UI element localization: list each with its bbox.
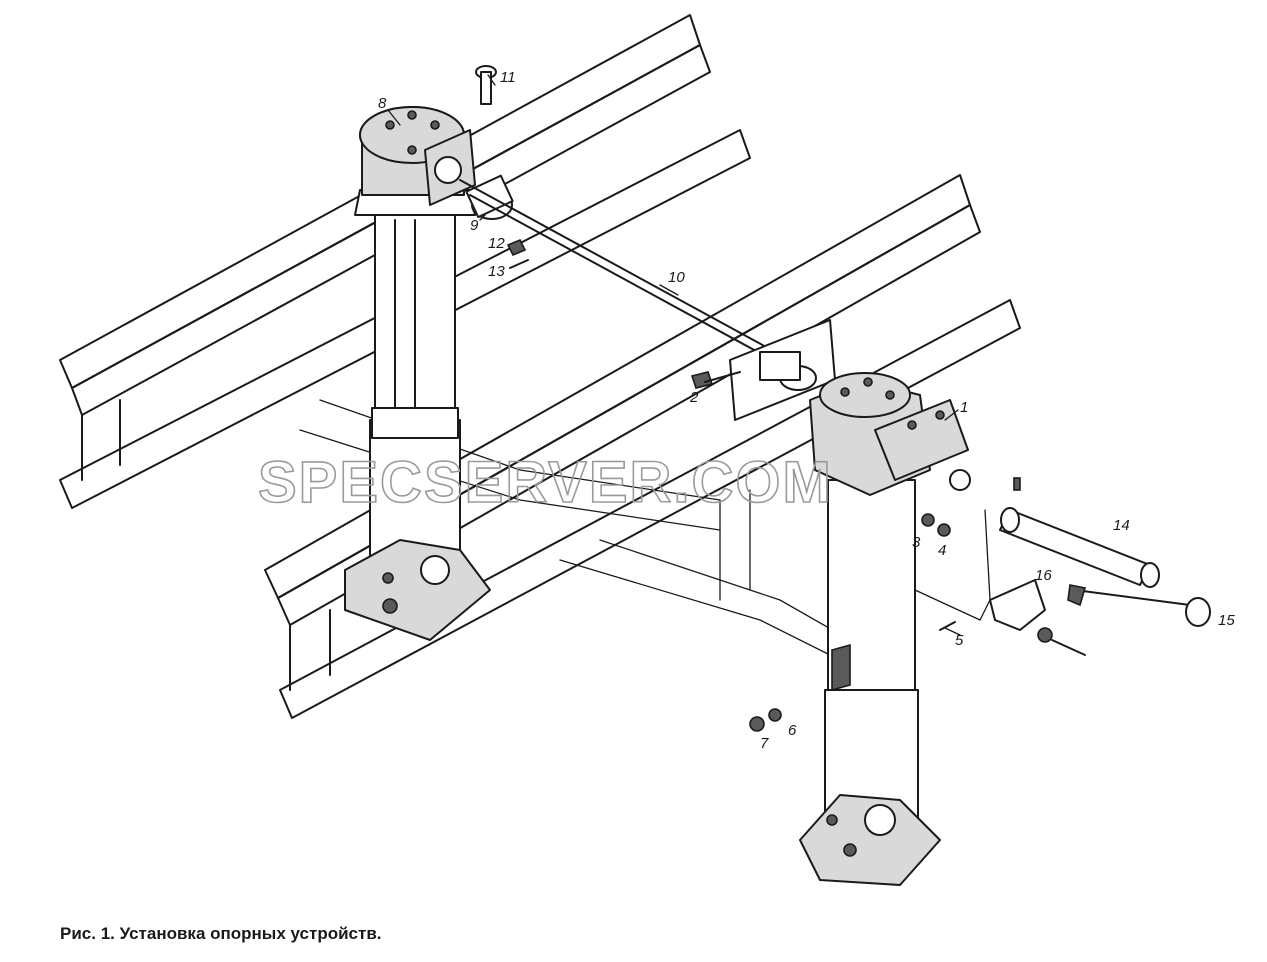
label-16: 16 xyxy=(1035,567,1052,584)
leader-lines xyxy=(387,74,961,636)
figure-caption: Рис. 1. Установка опорных устройств. xyxy=(60,924,382,943)
label-1: 1 xyxy=(960,399,968,416)
crank-parts xyxy=(749,477,1211,732)
label-7: 7 xyxy=(760,735,769,752)
label-12: 12 xyxy=(488,235,505,252)
label-2: 2 xyxy=(689,389,699,406)
label-10: 10 xyxy=(668,269,685,286)
label-8: 8 xyxy=(378,95,387,112)
label-5: 5 xyxy=(955,632,964,649)
label-14: 14 xyxy=(1113,517,1130,534)
watermark-text: SPECSERVER.COM xyxy=(258,450,833,515)
label-6: 6 xyxy=(788,722,797,739)
label-13: 13 xyxy=(488,263,505,280)
part-labels: 1 2 3 4 5 6 7 8 9 10 11 12 13 14 15 16 xyxy=(378,69,1235,752)
drive-shaft xyxy=(459,179,801,376)
label-3: 3 xyxy=(912,534,921,551)
label-15: 15 xyxy=(1218,612,1235,629)
label-11: 11 xyxy=(500,69,516,86)
front-support-leg xyxy=(799,372,971,886)
label-9: 9 xyxy=(470,217,479,234)
mounting-bracket xyxy=(690,319,836,421)
rear-support-leg xyxy=(344,106,491,641)
label-4: 4 xyxy=(938,542,946,559)
